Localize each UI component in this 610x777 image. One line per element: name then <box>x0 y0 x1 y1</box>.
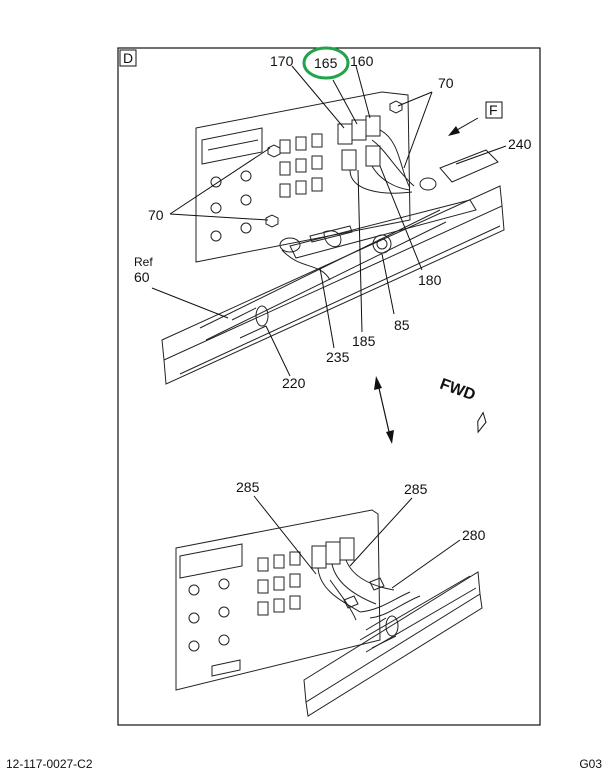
relay <box>351 119 367 141</box>
callout-185: 185 <box>352 333 376 349</box>
panel-hole <box>240 222 252 234</box>
harness-sleeve <box>255 305 269 327</box>
nut <box>389 100 403 114</box>
relay <box>325 541 341 565</box>
sheet-code: G03 <box>579 757 602 771</box>
relay <box>365 145 381 167</box>
harness-sleeve-body <box>365 617 397 649</box>
callout-170: 170 <box>270 53 294 69</box>
view-letter-box <box>119 49 137 67</box>
connector-clip <box>323 230 342 248</box>
connector-cable <box>281 249 331 281</box>
frame-rail-lower <box>305 593 483 717</box>
lower-panel-slots <box>179 543 243 579</box>
callout-85: 85 <box>394 317 410 333</box>
frame-rail-lower <box>163 205 505 385</box>
arrow-head-up <box>374 376 382 390</box>
relay <box>311 545 327 569</box>
nut <box>267 144 281 158</box>
lower-panel-slot-bottom <box>211 659 241 677</box>
lower-assembly <box>175 509 483 717</box>
callout-70-left: 70 <box>148 207 164 223</box>
relay <box>339 537 355 561</box>
leader-lines-upper <box>151 65 507 377</box>
panel-hole <box>218 634 230 646</box>
callout-165: 165 <box>314 55 338 71</box>
harness-sleeve <box>385 615 399 637</box>
nut <box>265 214 279 228</box>
arrow-head-down <box>386 430 394 444</box>
upper-assembly <box>161 91 505 385</box>
drawing-number: 12-117-0027-C2 <box>6 757 93 771</box>
lower-panel <box>175 509 381 691</box>
panel-hole <box>210 230 222 242</box>
callout-60: 60 <box>134 269 150 285</box>
wire-harness <box>317 559 395 621</box>
highlight-ring <box>302 46 350 80</box>
bracket-bar <box>289 199 477 259</box>
callout-235: 235 <box>326 349 350 365</box>
bracket-slot <box>309 225 353 243</box>
leader-lines-lower <box>253 495 461 589</box>
view-letter: D <box>123 50 133 66</box>
callout-285-right: 285 <box>404 481 428 497</box>
panel-hole <box>218 578 230 590</box>
fwd-label: FWD <box>437 376 477 404</box>
callout-160: 160 <box>350 53 374 69</box>
relay <box>365 115 381 137</box>
relay <box>337 123 353 145</box>
panel-hole <box>188 584 200 596</box>
diagram-frame <box>117 47 541 726</box>
callout-220: 220 <box>282 375 306 391</box>
connector-plug <box>279 237 301 253</box>
callout-70-top: 70 <box>438 75 454 91</box>
fwd-arrow-icon <box>477 411 487 434</box>
ref-letter: F <box>489 102 498 118</box>
sensor <box>419 177 437 191</box>
sensor-bracket <box>439 149 499 183</box>
harness-sleeve-body <box>231 307 267 339</box>
ref-arrow-head <box>448 126 460 136</box>
harness-bundle <box>359 591 421 619</box>
frame-rail-flange <box>179 225 501 375</box>
panel-hole <box>218 606 230 618</box>
ref-label: Ref <box>134 255 153 269</box>
callout-180: 180 <box>418 272 442 288</box>
panel-hole <box>210 176 222 188</box>
callout-240: 240 <box>508 136 532 152</box>
connector-clip <box>369 577 385 591</box>
panel-hole <box>240 170 252 182</box>
callout-280: 280 <box>462 527 486 543</box>
relay <box>341 149 357 171</box>
connector-clip <box>343 595 359 609</box>
ref-letter-box <box>485 101 503 119</box>
transition-arrow <box>377 383 391 437</box>
upper-panel-slots <box>201 127 263 165</box>
panel-hole <box>240 194 252 206</box>
panel-hole <box>188 612 200 624</box>
callout-285-left: 285 <box>236 479 260 495</box>
panel-hole <box>210 202 222 214</box>
wire-harness <box>349 129 415 194</box>
panel-hole <box>188 640 200 652</box>
